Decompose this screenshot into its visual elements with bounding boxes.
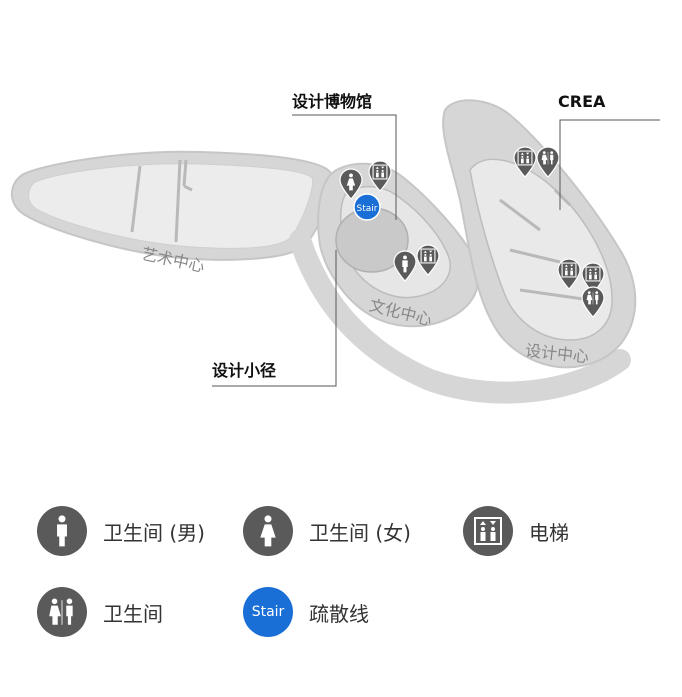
art-center-inner: [28, 163, 314, 249]
legend-male-restroom: 卫生间 (男): [37, 506, 205, 556]
stair-icon-label: Stair: [251, 604, 285, 620]
callout-crea: CREA: [558, 92, 606, 111]
art-center-walls: [130, 159, 193, 243]
connecting-path: [289, 229, 631, 404]
legend-female-restroom: 卫生间 (女): [243, 506, 411, 556]
callout-line-path: [212, 250, 337, 387]
legend-female-restroom-label: 卫生间 (女): [309, 520, 411, 545]
female-restroom-icon: [243, 506, 293, 556]
stair-icon: Stair: [243, 587, 293, 637]
stair-marker-label: Stair: [357, 204, 378, 214]
legend-evacuation-label: 疏散线: [309, 601, 369, 626]
restroom-icon: [37, 587, 87, 637]
legend-elevator: 电梯: [463, 506, 569, 556]
legend-male-restroom-label: 卫生间 (男): [103, 520, 205, 545]
legend-restroom-label: 卫生间: [103, 601, 163, 626]
legend-restroom: 卫生间: [37, 587, 163, 637]
callout-line-crea: [559, 119, 660, 210]
legend-evacuation: Stair 疏散线: [243, 587, 369, 637]
floor-map: 艺术中心 文化中心 设计中心 Stair: [10, 99, 660, 404]
male-restroom-icon: [37, 506, 87, 556]
callout-design-path: 设计小径: [212, 361, 277, 380]
callout-line-museum: [292, 114, 397, 220]
elevator-icon: [463, 506, 513, 556]
design-center-walls: [499, 188, 591, 302]
marker-stair[interactable]: Stair: [353, 193, 381, 221]
legend-elevator-label: 电梯: [529, 520, 569, 545]
callout-museum: 设计博物馆: [292, 92, 373, 111]
